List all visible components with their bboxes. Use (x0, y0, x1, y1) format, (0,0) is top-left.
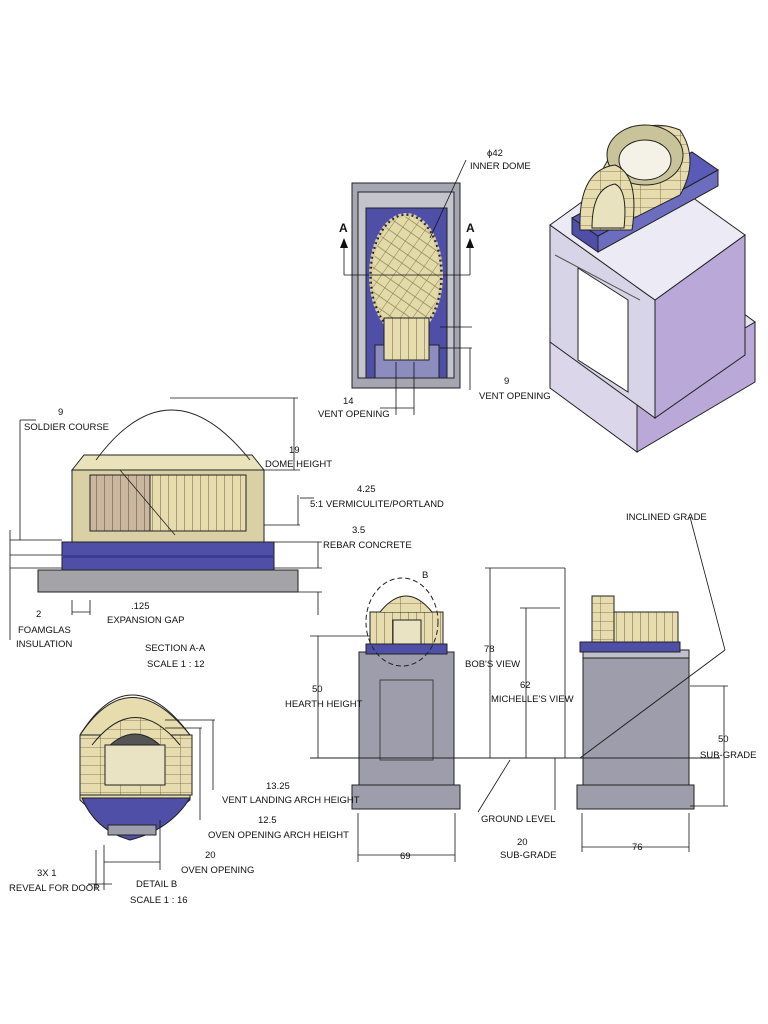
ground-level-label: GROUND LEVEL (481, 814, 555, 825)
oven-opening-value: 20 (205, 850, 216, 861)
hearth-height-label: HEARTH HEIGHT (285, 699, 363, 710)
reveal-for-door-label: REVEAL FOR DOOR (9, 883, 100, 894)
section-mark-right: A (466, 221, 475, 235)
dome-height-label: DOME HEIGHT (265, 459, 332, 470)
vent-opening-right-value: 9 (504, 376, 509, 387)
detail-b-drawing (79, 694, 215, 890)
inner-dome-diameter: ϕ42 (487, 148, 503, 159)
expansion-gap-value: .125 (131, 601, 150, 612)
foamglas-label: FOAMGLAS (18, 625, 71, 636)
oven-opening-arch-value: 12.5 (258, 815, 277, 826)
detail-b-title: DETAIL B (136, 879, 177, 890)
oven-opening-label: OVEN OPENING (181, 865, 254, 876)
isometric-view (549, 124, 756, 453)
section-a-a-scale: SCALE 1 : 12 (147, 659, 205, 670)
rebar-value: 3.5 (352, 525, 365, 536)
section-a-a-drawing (9, 397, 322, 640)
vermiculite-value: 4.25 (357, 484, 376, 495)
michelles-view-value: 62 (520, 680, 531, 691)
vent-landing-arch-value: 13.25 (266, 781, 290, 792)
vent-opening-left-value: 14 (343, 396, 354, 407)
oven-opening-arch-label: OVEN OPENING ARCH HEIGHT (208, 830, 349, 841)
section-a-a-title: SECTION A-A (145, 643, 206, 654)
bobs-view-value: 78 (484, 644, 495, 655)
side-elevation-views (310, 516, 728, 862)
width-left-dimension: 69 (400, 851, 411, 862)
rebar-label: REBAR CONCRETE (323, 540, 412, 551)
detail-b-marker: B (422, 570, 428, 581)
sub-grade-right-value: 50 (718, 734, 729, 745)
vent-opening-left-label: VENT OPENING (318, 409, 390, 420)
dome-height-value: 19 (289, 445, 300, 456)
sub-grade-label: SUB-GRADE (500, 850, 556, 861)
hearth-height-value: 50 (312, 684, 323, 695)
reveal-for-door-value: 3X 1 (37, 868, 57, 879)
inclined-grade-label: INCLINED GRADE (626, 512, 707, 523)
insulation-label: INSULATION (16, 639, 72, 650)
sub-grade-value: 20 (517, 837, 528, 848)
vent-landing-arch-label: VENT LANDING ARCH HEIGHT (222, 795, 360, 806)
vermiculite-label: 5:1 VERMICULITE/PORTLAND (310, 499, 444, 510)
sub-grade-right-label: SUB-GRADE (700, 750, 756, 761)
inner-dome-label: INNER DOME (470, 161, 531, 172)
expansion-gap-label: EXPANSION GAP (107, 615, 184, 626)
soldier-course-value: 9 (58, 407, 63, 418)
detail-b-scale: SCALE 1 : 16 (130, 895, 188, 906)
michelles-view-label: MICHELLE'S VIEW (491, 694, 574, 705)
top-plan-view (340, 159, 474, 415)
foamglas-value: 2 (36, 609, 41, 620)
width-right-dimension: 76 (632, 842, 643, 853)
bobs-view-label: BOB'S VIEW (465, 659, 520, 670)
section-mark-left: A (339, 221, 348, 235)
soldier-course-label: SOLDIER COURSE (24, 422, 109, 433)
vent-opening-right-label: VENT OPENING (479, 391, 551, 402)
